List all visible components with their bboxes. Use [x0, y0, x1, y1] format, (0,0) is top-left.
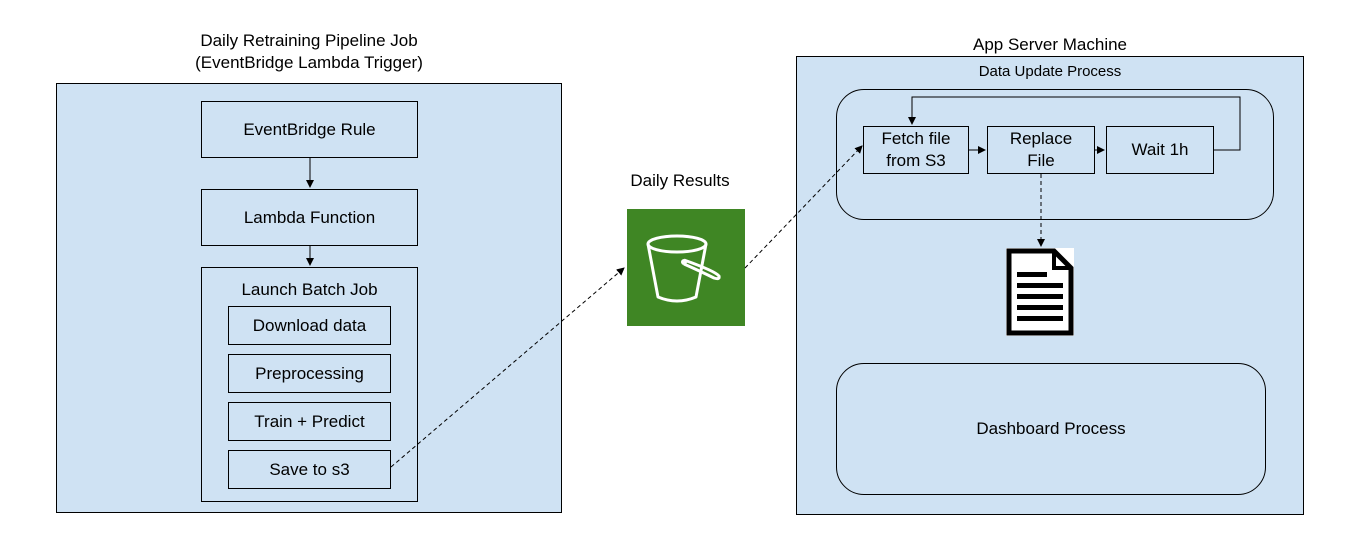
arrow-wait-loop-to-fetch — [908, 96, 1241, 151]
pipeline-title: Daily Retraining Pipeline Job (EventBrid… — [56, 30, 562, 74]
lambda-function-label: Lambda Function — [243, 207, 376, 227]
arrow-save-to-s3 — [390, 267, 625, 468]
fetch-file-label-line2: from S3 — [886, 151, 946, 170]
wait-box: Wait 1h — [1106, 126, 1214, 174]
lambda-function-box: Lambda Function — [201, 189, 418, 246]
arrow-s3-to-fetch — [744, 145, 863, 269]
document-icon-graphic — [1006, 248, 1074, 336]
fetch-file-label-line1: Fetch file — [881, 129, 951, 148]
dashboard-process-box: Dashboard Process — [836, 363, 1266, 495]
batch-step-save-s3: Save to s3 — [228, 450, 391, 489]
batch-job-title: Launch Batch Job — [241, 280, 378, 299]
batch-step-label: Preprocessing — [255, 363, 364, 383]
batch-step-label: Download data — [252, 315, 367, 335]
eventbridge-rule-box: EventBridge Rule — [201, 101, 418, 158]
batch-step-preprocessing: Preprocessing — [228, 354, 391, 393]
batch-step-download: Download data — [228, 306, 391, 345]
app-server-title: App Server Machine — [972, 35, 1128, 54]
dashboard-process-label: Dashboard Process — [976, 419, 1126, 438]
daily-results-title: Daily Results — [630, 171, 730, 190]
batch-step-label: Train + Predict — [254, 411, 365, 431]
s3-bucket-icon-graphic — [646, 234, 721, 303]
pipeline-title-line2: (EventBridge Lambda Trigger) — [195, 53, 423, 72]
data-update-title: Data Update Process — [978, 63, 1122, 80]
replace-file-label-line2: File — [1027, 151, 1055, 170]
fetch-file-box: Fetch file from S3 — [863, 126, 969, 174]
batch-step-train-predict: Train + Predict — [228, 402, 391, 441]
document-icon — [1006, 248, 1074, 336]
replace-file-box: Replace File — [987, 126, 1095, 174]
pipeline-title-line1: Daily Retraining Pipeline Job — [200, 31, 418, 50]
eventbridge-rule-label: EventBridge Rule — [243, 119, 376, 139]
s3-bucket-icon — [627, 209, 745, 326]
replace-file-label-line1: Replace — [1009, 129, 1073, 148]
wait-label: Wait 1h — [1131, 140, 1189, 159]
batch-step-label: Save to s3 — [269, 459, 350, 479]
